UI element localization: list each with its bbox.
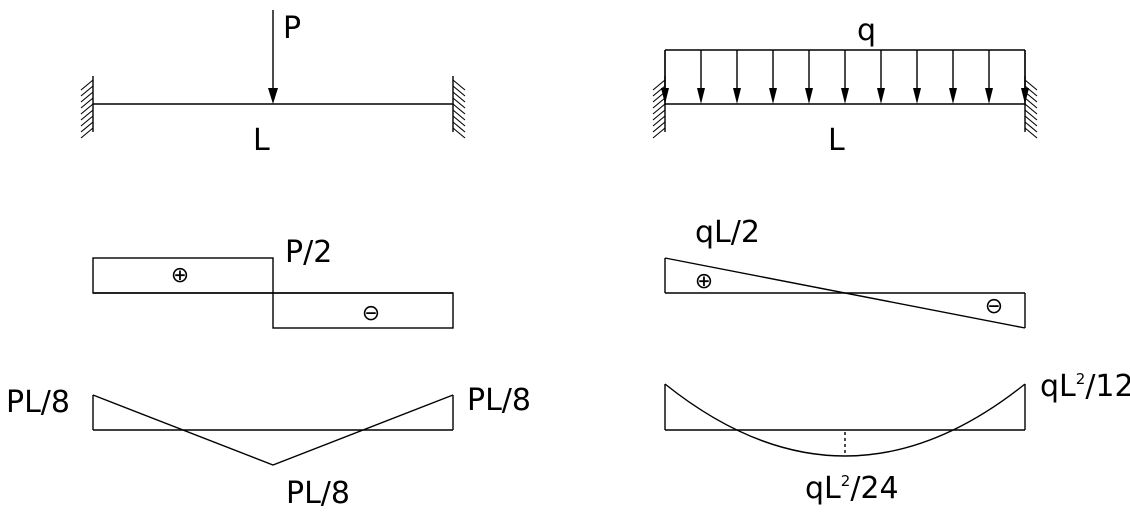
- support-hatch-line: [452, 127, 466, 139]
- right-moment-mid-label: qL2/24: [805, 471, 899, 506]
- right-moment-diagram: qL2/12 qL2/24: [664, 369, 1130, 506]
- support-hatch-line: [652, 109, 666, 121]
- right-span-label: L: [828, 123, 845, 158]
- support-hatch-line: [80, 91, 94, 103]
- support-hatch-line: [1024, 97, 1038, 109]
- right-moment-curve: [664, 383, 1026, 457]
- support-hatch-line: [652, 127, 666, 139]
- support-hatch-line: [1024, 109, 1038, 121]
- support-hatch-line: [452, 91, 466, 103]
- right-negative-sign: ⊖: [985, 294, 1003, 319]
- left-shear-negative-block: [272, 292, 454, 329]
- support-hatch-line: [80, 97, 94, 109]
- support-hatch-line: [452, 121, 466, 133]
- distributed-load-label: q: [857, 13, 876, 48]
- support-hatch-line: [80, 127, 94, 139]
- left-moment-curve: [92, 394, 454, 466]
- support-hatch-line: [452, 103, 466, 115]
- support-hatch-line: [452, 115, 466, 127]
- left-moment-left-label: PL/8: [6, 385, 70, 420]
- support-hatch-line: [652, 85, 666, 97]
- support-hatch-line: [452, 97, 466, 109]
- support-hatch-line: [1024, 103, 1038, 115]
- left-moment-right-label: PL/8: [467, 383, 531, 418]
- right-shear-diagram: qL/2 ⊕ ⊖: [664, 215, 1026, 329]
- support-hatch-line: [1024, 115, 1038, 127]
- support-hatch-line: [452, 85, 466, 97]
- distributed-load: [661, 49, 1029, 104]
- point-load-arrow: [268, 10, 278, 104]
- support-hatch-line: [1024, 79, 1038, 91]
- support-hatch-line: [1024, 127, 1038, 139]
- support-hatch-line: [1024, 121, 1038, 133]
- left-shear-positive-block: [92, 257, 274, 294]
- support-hatch-line: [80, 79, 94, 91]
- support-hatch-line: [452, 109, 466, 121]
- support-hatch-line: [1024, 85, 1038, 97]
- support-hatch-line: [80, 115, 94, 127]
- load-arrow: [877, 50, 885, 104]
- right-fixed-support-right: [1024, 76, 1038, 139]
- right-beam-diagram: q L: [652, 13, 1038, 158]
- right-moment-end-label: qL2/12: [1040, 369, 1130, 404]
- left-positive-sign: ⊕: [171, 263, 189, 288]
- left-negative-sign: ⊖: [362, 301, 380, 326]
- load-arrow: [913, 50, 921, 104]
- load-arrow: [805, 50, 813, 104]
- load-arrow: [769, 50, 777, 104]
- right-fixed-support-left: [652, 76, 666, 139]
- load-arrow: [1021, 50, 1029, 104]
- left-moment-diagram: PL/8 PL/8 PL/8: [6, 383, 531, 511]
- right-shear-line: [664, 257, 1026, 329]
- left-beam-diagram: P L: [80, 10, 466, 158]
- left-span-label: L: [253, 123, 270, 158]
- right-positive-sign: ⊕: [695, 269, 713, 294]
- support-hatch-line: [80, 103, 94, 115]
- load-arrow: [661, 50, 669, 104]
- right-shear-label: qL/2: [695, 215, 760, 250]
- load-arrow: [697, 50, 705, 104]
- load-arrow: [841, 50, 849, 104]
- support-hatch-line: [452, 79, 466, 91]
- load-arrow: [985, 50, 993, 104]
- left-fixed-support-left: [80, 76, 94, 139]
- left-moment-mid-label: PL/8: [286, 476, 350, 511]
- support-hatch-line: [80, 121, 94, 133]
- left-fixed-support-right: [452, 76, 466, 139]
- support-hatch-line: [652, 79, 666, 91]
- left-shear-label: P/2: [285, 235, 332, 270]
- support-hatch-line: [80, 85, 94, 97]
- point-load-label: P: [283, 11, 301, 46]
- support-hatch-line: [652, 103, 666, 115]
- load-arrow: [733, 50, 741, 104]
- left-shear-diagram: P/2 ⊕ ⊖: [92, 235, 454, 329]
- support-hatch-line: [652, 97, 666, 109]
- support-hatch-line: [80, 109, 94, 121]
- load-arrow: [949, 50, 957, 104]
- support-hatch-line: [652, 121, 666, 133]
- support-hatch-line: [652, 115, 666, 127]
